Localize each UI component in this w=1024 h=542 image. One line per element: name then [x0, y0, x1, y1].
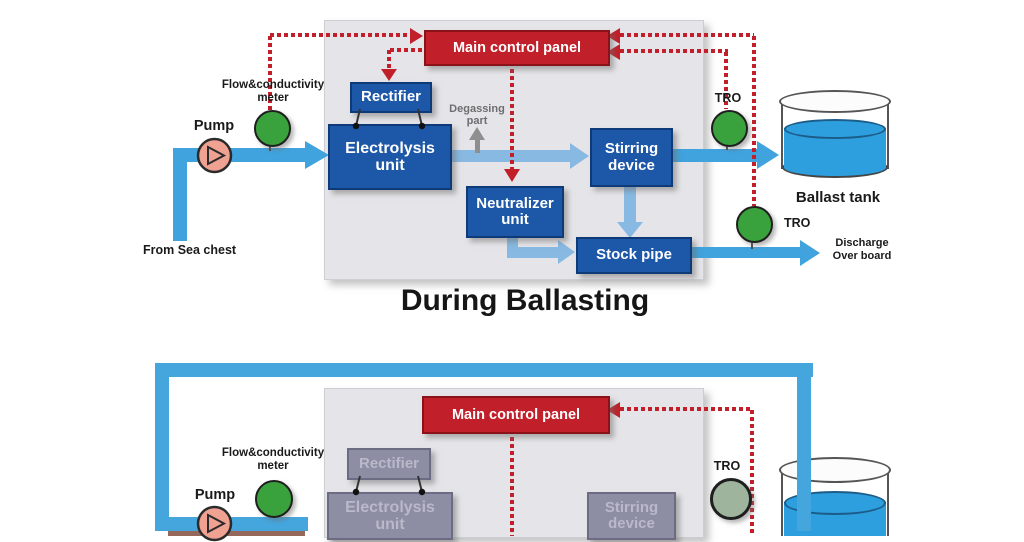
degassing-arrow-shaft — [475, 139, 480, 153]
rectifier-box: Rectifier — [350, 82, 432, 113]
flow-meter-icon — [254, 110, 291, 147]
ballast-tank-side-left-bottom — [781, 470, 783, 536]
arrowhead-to-stirring — [570, 143, 589, 169]
flow-meter-label-bottom: Flow&conductivity meter — [221, 447, 325, 472]
electrolysis-unit-box: Electrolysis unit — [328, 124, 452, 190]
stirring-device-label-bottom: Stirring device — [604, 498, 659, 532]
signal-arrowhead-panel-right-2 — [607, 44, 620, 60]
degassing-arrow-head — [469, 127, 485, 140]
neutralizer-elbow-vertical — [507, 234, 518, 258]
signal-line-flowmeter-horizontal — [270, 33, 410, 37]
arrow-electrolysis-to-stirring — [448, 150, 570, 162]
pump-icon — [196, 137, 233, 174]
stirring-device-box: Stirring device — [590, 128, 673, 187]
arrowhead-discharge — [800, 240, 820, 266]
rectifier-label: Rectifier — [360, 88, 422, 106]
neutralizer-unit-label: Neutralizer unit — [476, 194, 554, 228]
loop-pipe-top — [155, 363, 813, 377]
arrow-stirring-down — [624, 183, 636, 222]
ballast-tank-rim — [779, 90, 891, 113]
neutralizer-elbow-horizontal — [507, 247, 558, 258]
arrow-stirring-to-tank — [669, 149, 757, 162]
loop-pipe-shadow — [168, 531, 305, 536]
rectifier-box-bottom: Rectifier — [347, 448, 431, 480]
ballast-tank-label: Ballast tank — [795, 189, 881, 206]
loop-pipe-right-into-tank — [797, 368, 811, 531]
neutralizer-unit-box: Neutralizer unit — [466, 186, 564, 238]
signal-arrowhead-into-panel-bottom — [607, 402, 620, 418]
sea-chest-pipe-horizontal — [173, 148, 305, 162]
tro-inlet-label: TRO — [714, 91, 742, 105]
signal-line-tro-inlet-horizontal — [620, 49, 728, 53]
main-control-panel-label-bottom: Main control panel — [451, 407, 581, 423]
tro-icon-bottom — [710, 478, 752, 520]
signal-line-flowmeter-vertical — [268, 36, 272, 111]
stirring-device-label: Stirring device — [604, 140, 659, 174]
ballast-tank-water-surface — [784, 119, 886, 139]
signal-arrowhead-panel-right-1 — [607, 28, 620, 44]
pump-icon-bottom — [196, 505, 233, 542]
tro-inlet-icon — [711, 110, 748, 147]
signal-line-panel-down-bottom — [510, 430, 514, 536]
signal-line-tro-inlet-vertical — [724, 52, 728, 109]
degassing-part-label: Degassing part — [449, 103, 505, 128]
ballast-tank-side-right-bottom — [887, 470, 889, 536]
stock-pipe-label: Stock pipe — [596, 246, 672, 264]
tro-outlet-icon — [736, 206, 773, 243]
tro-label-bottom: TRO — [713, 459, 741, 473]
loop-pipe-left — [155, 363, 169, 531]
signal-line-tro-outlet-vertical — [752, 36, 756, 206]
stirring-device-box-bottom: Stirring device — [587, 492, 676, 540]
signal-line-tro-outlet-horizontal — [620, 33, 754, 37]
main-control-panel-box: Main control panel — [424, 30, 610, 66]
diagram-title: During Ballasting — [400, 284, 650, 317]
ballast-tank-side-left — [781, 101, 783, 169]
tro-outlet-stem — [751, 238, 753, 249]
rectifier-connector-lines — [352, 108, 426, 130]
electrolysis-unit-label: Electrolysis unit — [345, 139, 435, 174]
electrolysis-unit-label-bottom: Electrolysis unit — [345, 498, 435, 533]
rectifier-connector-lines-bottom — [352, 475, 426, 496]
signal-line-tro-horizontal-bottom — [620, 407, 752, 411]
pump-label: Pump — [193, 118, 235, 134]
flow-meter-icon-bottom — [255, 480, 293, 518]
pump-label-bottom: Pump — [194, 487, 236, 503]
sea-chest-pipe-vertical — [173, 150, 187, 241]
signal-line-to-rectifier-vertical — [387, 50, 391, 70]
signal-arrowhead-into-rectifier — [381, 69, 397, 81]
ballast-tank-side-right — [887, 101, 889, 169]
signal-line-tro-vertical-bottom — [750, 410, 754, 536]
pipe-arrowhead-into-electrolysis — [305, 141, 329, 169]
flow-meter-label: Flow&conductivity meter — [221, 79, 325, 104]
signal-line-to-rectifier-horizontal — [390, 48, 424, 52]
rectifier-label-bottom: Rectifier — [358, 454, 420, 472]
from-sea-chest-label: From Sea chest — [143, 243, 237, 257]
signal-arrowhead-into-neutralizer — [504, 169, 520, 182]
arrow-stock-to-discharge — [688, 247, 800, 258]
electrolysis-unit-box-bottom: Electrolysis unit — [327, 492, 453, 540]
main-control-panel-label: Main control panel — [452, 40, 582, 56]
arrowhead-neutralizer-to-stock — [558, 240, 575, 264]
signal-line-to-neutralizer — [510, 62, 514, 170]
discharge-overboard-label: Discharge Over board — [832, 237, 892, 263]
stock-pipe-box: Stock pipe — [576, 237, 692, 274]
signal-arrowhead-into-panel-left — [410, 28, 423, 44]
arrowhead-into-ballast-tank — [757, 141, 779, 169]
ballast-tank-rim-bottom — [779, 457, 891, 483]
arrowhead-to-stock-pipe — [617, 222, 643, 238]
main-control-panel-box-bottom: Main control panel — [422, 396, 610, 434]
tro-outlet-label: TRO — [784, 216, 811, 230]
